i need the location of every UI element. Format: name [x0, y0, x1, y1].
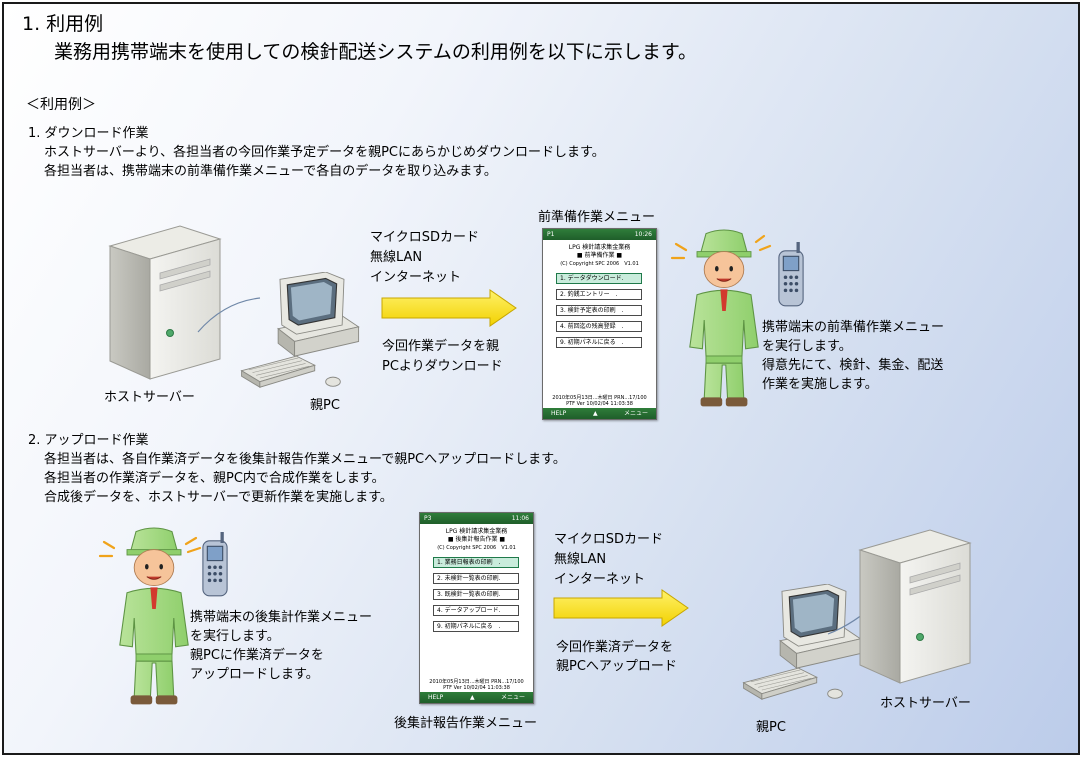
- menu-softkey[interactable]: メニュー: [500, 694, 525, 701]
- menu-button-balance[interactable]: 4. 前回迄の残高登録 .: [556, 321, 642, 332]
- section-title: 1. 利用例: [22, 13, 104, 35]
- status-clock: 11:06: [511, 515, 529, 522]
- menu-button-download[interactable]: 1. データダウンロード.: [556, 273, 642, 284]
- pre-work-menu-screen: P1 10:26 LPG 検針請求集金業務 ■ 前準備作業 ■ (C) Copy…: [542, 228, 657, 420]
- screen-name: ■ 後集計報告作業 ■: [447, 536, 506, 543]
- upload-host-server-icon: [859, 529, 971, 684]
- download-method-internet: インターネット: [370, 270, 462, 285]
- download-worker-desc-3: 得意先にて、検針、集金、配送: [762, 358, 944, 373]
- menu-button-unread-list[interactable]: 2. 未検針一覧表の印刷.: [433, 573, 519, 584]
- upload-worker-desc-1: 携帯端末の後集計作業メニュー: [190, 610, 373, 625]
- section-description: 業務用携帯端末を使用しての検針配送システムの利用例を以下に示します。: [54, 41, 697, 63]
- upload-method-internet: インターネット: [554, 572, 646, 587]
- app-name: LPG 検針請求集金業務: [568, 244, 631, 251]
- download-worker-desc-1: 携帯端末の前準備作業メニュー: [762, 320, 945, 335]
- upload-title: 2. アップロード作業: [28, 433, 149, 448]
- upload-worker-desc-3: 親PCに作業済データを: [190, 648, 324, 663]
- status-bar: P1 10:26: [543, 229, 656, 240]
- download-caption-1: 今回作業データを親: [382, 339, 500, 354]
- keyboard-icon[interactable]: ▲: [470, 694, 475, 701]
- upload-line-2: 各担当者の作業済データを、親PC内で合成作業をします。: [44, 471, 385, 486]
- menu-button-upload[interactable]: 4. データアップロード.: [433, 605, 519, 616]
- download-pc-label: 親PC: [310, 398, 340, 413]
- phone-softkey-bar: HELP ▲ メニュー: [420, 692, 533, 703]
- download-worker-desc-4: 作業を実施します。: [762, 377, 878, 392]
- phone-footer-date: 2010年05月13日...木曜日 PRN...17/100: [429, 679, 524, 685]
- diagram-frame: 1. 利用例 業務用携帯端末を使用しての検針配送システムの利用例を以下に示します…: [2, 2, 1080, 755]
- help-softkey[interactable]: HELP: [428, 694, 444, 701]
- download-worker-desc-2: を実行します。: [762, 339, 852, 354]
- upload-caption-1: 今回作業済データを: [556, 640, 674, 655]
- phone-footer-version: PTF Ver 10/02/04 11:03:38: [443, 685, 510, 691]
- upload-arrow-icon: [553, 589, 689, 627]
- menu-button-change-entry[interactable]: 2. 釣銭エントリー .: [556, 289, 642, 300]
- alert-lines-icon: [670, 234, 772, 260]
- keyboard-icon[interactable]: ▲: [593, 410, 598, 417]
- download-caption-2: PCよりダウンロード: [382, 359, 503, 374]
- status-left: P1: [547, 231, 555, 238]
- upload-line-3: 合成後データを、ホストサーバーで更新作業を実施します。: [44, 490, 393, 505]
- status-clock: 10:26: [634, 231, 652, 238]
- upload-line-1: 各担当者は、各自作業済データを後集計報告作業メニューで親PCへアップロードします…: [44, 452, 566, 467]
- menu-button-back[interactable]: 9. 初期パネルに戻る .: [556, 337, 642, 348]
- upload-pc-label: 親PC: [756, 720, 786, 735]
- download-title: 1. ダウンロード作業: [28, 126, 149, 141]
- upload-worker-desc-4: アップロードします。: [190, 667, 319, 682]
- menu-button-back[interactable]: 9. 初期パネルに戻る .: [433, 621, 519, 632]
- download-arrow-icon: [381, 289, 517, 327]
- copyright: (C) Copyright SPC 2006 V1.01: [437, 545, 516, 551]
- post-work-menu-screen: P3 11:06 LPG 検針請求集金業務 ■ 後集計報告作業 ■ (C) Co…: [419, 512, 534, 704]
- menu-button-daily-report[interactable]: 1. 業務日報表の印刷 .: [433, 557, 519, 568]
- help-softkey[interactable]: HELP: [551, 410, 567, 417]
- download-server-label: ホストサーバー: [104, 390, 195, 405]
- status-left: P3: [424, 515, 432, 522]
- network-cable: [197, 297, 261, 333]
- menu-softkey[interactable]: メニュー: [623, 410, 648, 417]
- upload-caption-2: 親PCへアップロード: [556, 659, 677, 674]
- download-method-lan: 無線LAN: [370, 250, 423, 265]
- screen-name: ■ 前準備作業 ■: [576, 252, 623, 259]
- upload-alert-lines-icon: [98, 536, 202, 558]
- upload-method-lan: 無線LAN: [554, 552, 607, 567]
- upload-server-label: ホストサーバー: [880, 696, 971, 711]
- download-menu-label: 前準備作業メニュー: [538, 210, 656, 225]
- copyright: (C) Copyright SPC 2006 V1.01: [560, 261, 639, 267]
- status-bar: P3 11:06: [420, 513, 533, 524]
- download-method-sd: マイクロSDカード: [370, 230, 480, 245]
- menu-button-read-list[interactable]: 3. 既検針一覧表の印刷.: [433, 589, 519, 600]
- download-line-1: ホストサーバーより、各担当者の今回作業予定データを親PCにあらかじめダウンロード…: [44, 145, 605, 160]
- upload-menu-label: 後集計報告作業メニュー: [394, 716, 538, 731]
- upload-method-sd: マイクロSDカード: [554, 532, 664, 547]
- phone-footer-date: 2010年05月13日...木曜日 PRN...17/100: [552, 395, 647, 401]
- app-name: LPG 検針請求集金業務: [445, 528, 508, 535]
- example-heading: ＜利用例＞: [26, 97, 96, 113]
- download-line-2: 各担当者は、携帯端末の前準備作業メニューで各自のデータを取り込みます。: [44, 164, 497, 179]
- phone-softkey-bar: HELP ▲ メニュー: [543, 408, 656, 419]
- menu-button-print-schedule[interactable]: 3. 検針予定表の印刷 .: [556, 305, 642, 316]
- phone-footer-version: PTF Ver 10/02/04 11:03:38: [566, 401, 633, 407]
- upload-worker-desc-2: を実行します。: [190, 629, 280, 644]
